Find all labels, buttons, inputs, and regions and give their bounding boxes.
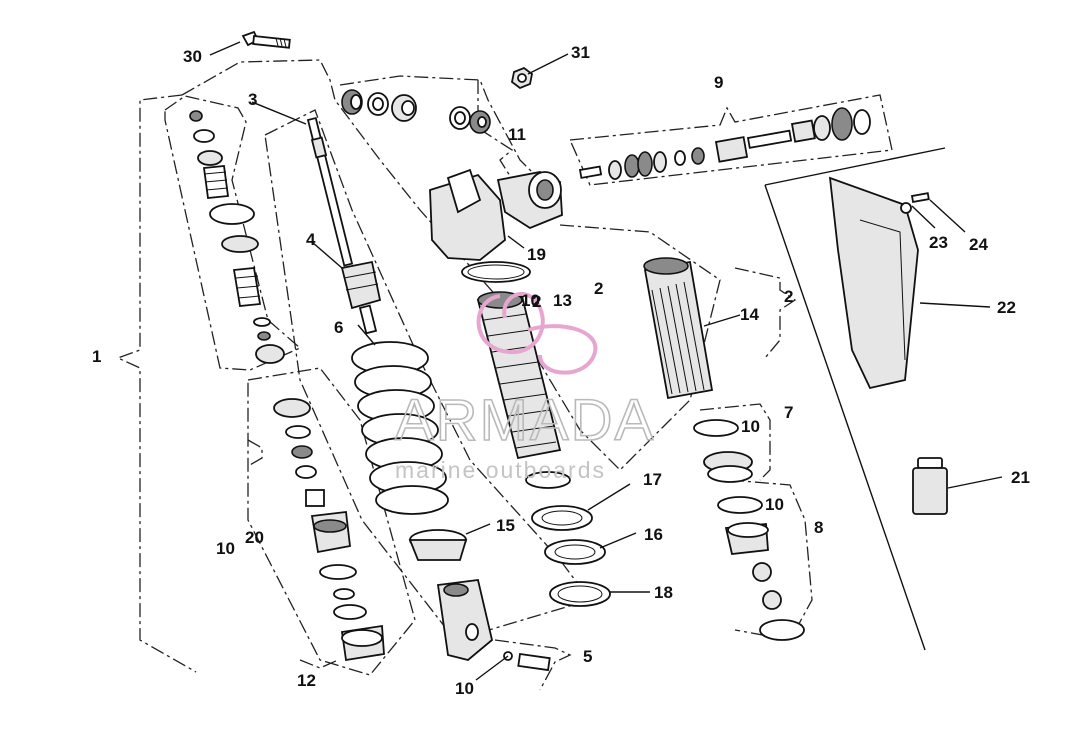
callout-3: 3 <box>248 90 257 109</box>
bracket-group-1 <box>116 94 197 673</box>
callout-20: 20 <box>245 528 264 547</box>
outline-group-9 <box>569 94 893 186</box>
part-23-24-screws <box>900 192 930 214</box>
part-4-bumpstop <box>340 260 382 335</box>
callout-17: 17 <box>643 470 662 489</box>
callout-15: 15 <box>496 516 515 535</box>
callout-10-left: 10 <box>216 539 235 558</box>
callout-31: 31 <box>571 43 590 62</box>
outline-valve-lower <box>247 367 416 676</box>
part-9-adjuster <box>578 107 871 180</box>
callout-11: 11 <box>508 125 526 144</box>
callout-labels: 1 2 2 2 3 4 5 6 7 8 9 10 10 10 10 10 11 … <box>92 43 1030 698</box>
part-8-cap <box>717 496 805 641</box>
callout-19: 19 <box>527 245 546 264</box>
part-oring-body <box>525 471 571 489</box>
callout-13: 13 <box>553 291 572 310</box>
outline-group-7 <box>699 403 771 481</box>
part-15-seat <box>408 529 468 561</box>
callout-23: 23 <box>929 233 948 252</box>
callout-9: 9 <box>714 73 723 92</box>
part-14-reservoir <box>643 257 714 400</box>
callout-21: 21 <box>1011 468 1030 487</box>
watermark-brand: ARMADA <box>395 388 655 453</box>
part-6-spring <box>351 341 449 515</box>
divider-top <box>764 147 946 186</box>
outline-group-2-center <box>519 224 721 471</box>
part-lower-eye <box>436 579 551 672</box>
bracket-5 <box>494 639 572 691</box>
callout-7: 7 <box>784 403 793 422</box>
part-21-bottle <box>912 457 948 515</box>
callout-5: 5 <box>583 647 592 666</box>
callout-8: 8 <box>814 518 823 537</box>
part-oring-upper <box>461 261 531 283</box>
divider-diagonal <box>764 184 926 651</box>
callout-24: 24 <box>969 235 988 254</box>
part-16-locknut <box>544 539 606 565</box>
part-3-rod <box>306 116 354 267</box>
part-11-bushings <box>341 89 491 134</box>
part-7-endcap <box>693 419 753 483</box>
watermark: ARMADA marine outboards <box>394 292 655 483</box>
callout-10-lower-right: 10 <box>765 495 784 514</box>
callout-18: 18 <box>654 583 673 602</box>
callout-16: 16 <box>644 525 663 544</box>
part-18-washer <box>549 581 611 607</box>
watermark-tagline: marine outboards <box>395 457 606 483</box>
outline-group-11 <box>339 75 561 201</box>
outline-valve-top <box>164 95 302 371</box>
watermark-logo-swirl-2 <box>527 324 598 375</box>
callout-12: 12 <box>297 671 316 690</box>
callout-10-body: 10 <box>521 291 540 310</box>
part-19-head <box>429 168 563 261</box>
bracket-20 <box>247 439 263 467</box>
watermark-logo-swirl <box>476 292 545 355</box>
part-valve-stack-top <box>189 110 285 364</box>
leader-lines <box>209 41 1003 681</box>
part-valve-stack-lower <box>273 398 385 662</box>
callout-10-upper-right: 10 <box>741 417 760 436</box>
callout-1: 1 <box>92 347 101 366</box>
part-17-locknut <box>531 505 593 531</box>
callout-6: 6 <box>334 318 343 337</box>
part-31-nut <box>511 66 533 90</box>
callout-2-mid: 2 <box>594 279 603 298</box>
callout-30: 30 <box>183 47 202 66</box>
callout-2-center: 2 <box>532 292 541 311</box>
callout-10-bottom: 10 <box>455 679 474 698</box>
callout-22: 22 <box>997 298 1016 317</box>
callout-4: 4 <box>306 230 316 249</box>
callout-14: 14 <box>740 305 759 324</box>
bracket-12 <box>299 659 339 669</box>
outline-rod-group <box>264 109 592 641</box>
bracket-2-right <box>734 267 797 359</box>
part-30-bolt <box>241 30 291 49</box>
callout-2-right: 2 <box>784 287 793 306</box>
